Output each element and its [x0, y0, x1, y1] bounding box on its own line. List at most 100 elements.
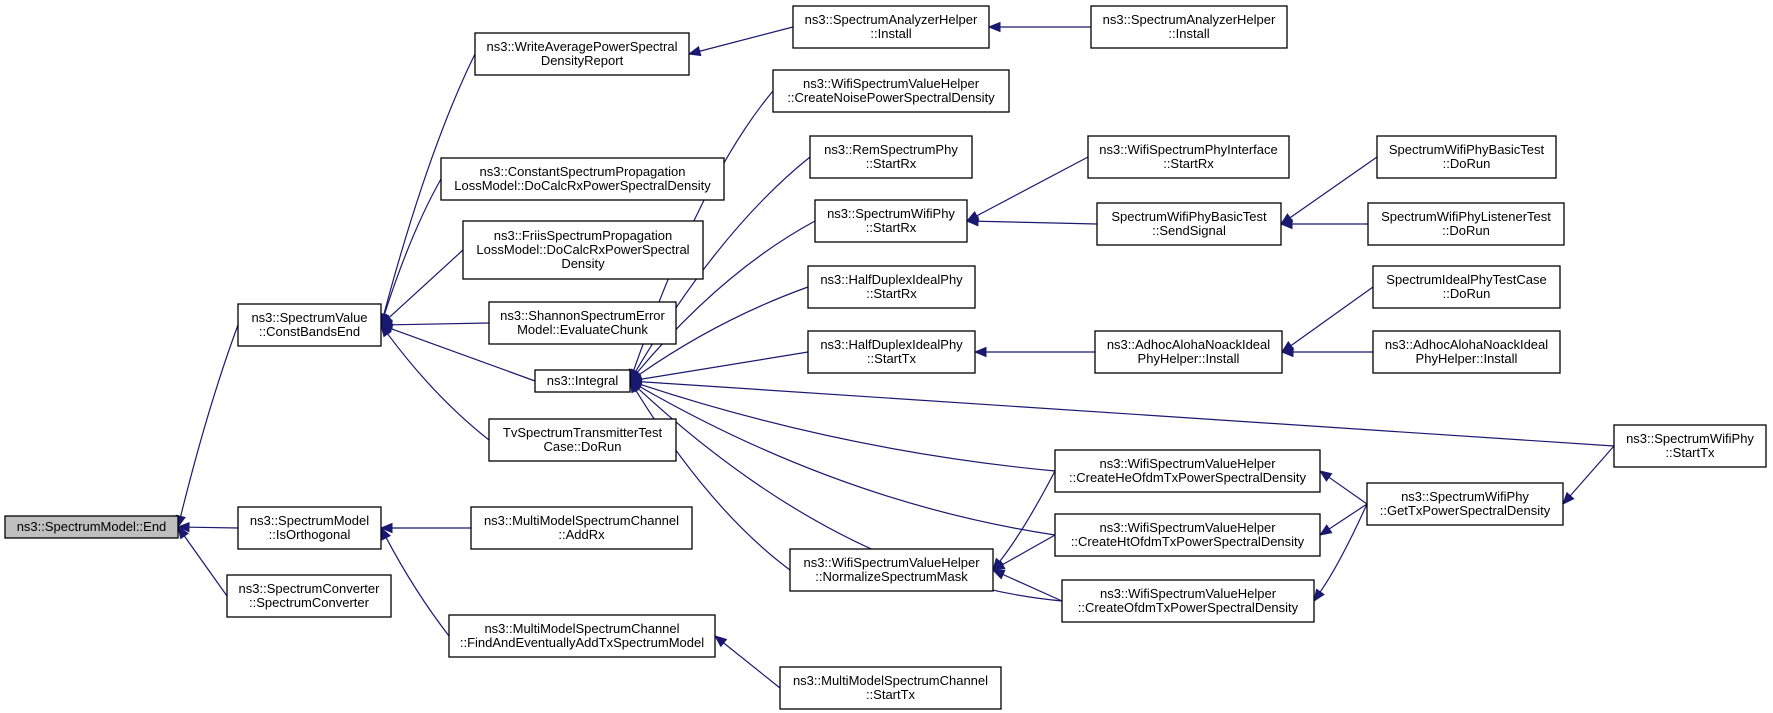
- node-isorthogonal[interactable]: ns3::SpectrumModel::IsOrthogonal: [237, 506, 382, 550]
- node-label-line: SpectrumIdealPhyTestCase: [1386, 272, 1546, 287]
- node-root[interactable]: ns3::SpectrumModel::End: [4, 515, 179, 539]
- arrowhead-createht-to-normalizemask: [991, 559, 1006, 571]
- node-box: [1613, 424, 1767, 468]
- node-multistarttx[interactable]: ns3::MultiModelSpectrumChannel::StartTx: [779, 666, 1002, 710]
- node-box: [237, 506, 382, 550]
- node-label-line: ::IsOrthogonal: [269, 527, 351, 542]
- node-label-line: ::StartTx: [867, 351, 917, 366]
- edge-gettxpsd-to-createht: [1328, 503, 1368, 530]
- node-label-line: ns3::SpectrumWifiPhy: [1401, 489, 1529, 504]
- node-normalizemask[interactable]: ns3::WifiSpectrumValueHelper::NormalizeS…: [789, 548, 994, 592]
- node-integral[interactable]: ns3::Integral: [534, 369, 631, 393]
- node-createhe[interactable]: ns3::WifiSpectrumValueHelper::CreateHeOf…: [1054, 449, 1321, 493]
- node-hdstartrx[interactable]: ns3::HalfDuplexIdealPhy::StartRx: [807, 265, 976, 309]
- node-label-line: ns3::MultiModelSpectrumChannel: [793, 673, 988, 688]
- node-box: [462, 220, 704, 280]
- node-constantprop[interactable]: ns3::ConstantSpectrumPropagationLossMode…: [440, 157, 725, 201]
- node-multiaddrx[interactable]: ns3::MultiModelSpectrumChannel::AddRx: [470, 506, 693, 550]
- edge-createht-to-integral: [639, 385, 1056, 536]
- node-box: [1372, 265, 1561, 309]
- call-graph-edges: [175, 21, 1615, 689]
- node-label-line: ns3::WriteAveragePowerSpectral: [486, 39, 677, 54]
- node-box: [1061, 579, 1315, 623]
- node-label-line: ns3::Integral: [547, 373, 619, 388]
- node-label-line: ns3::ShannonSpectrumError: [500, 308, 665, 323]
- arrowhead-sendsignal-to-wifiphystartrx: [965, 216, 979, 227]
- arrowhead-adhocinstall2-to-adhocinstall: [1280, 346, 1294, 358]
- node-label-line: ns3::SpectrumValue: [251, 310, 367, 325]
- node-box: [1054, 513, 1321, 557]
- node-box: [474, 32, 690, 76]
- node-box: [470, 506, 693, 550]
- node-analyzer2[interactable]: ns3::SpectrumAnalyzerHelper::Install: [1090, 5, 1288, 49]
- node-adhocinstall[interactable]: ns3::AdhocAlohaNoackIdealPhyHelper::Inst…: [1094, 330, 1283, 374]
- node-constbandsend[interactable]: ns3::SpectrumValue::ConstBandsEnd: [237, 303, 382, 347]
- node-label-line: PhyHelper::Install: [1138, 351, 1240, 366]
- node-writeavg[interactable]: ns3::WriteAveragePowerSpectralDensityRep…: [474, 32, 690, 76]
- node-box: [772, 69, 1010, 113]
- edge-createofdm-to-normalizemask: [1002, 573, 1063, 602]
- node-label-line: ::StartTx: [866, 687, 916, 702]
- node-box: [1376, 135, 1557, 179]
- node-box: [4, 515, 179, 539]
- arrowhead-gettxpsd-to-createht: [1318, 524, 1333, 536]
- node-createht[interactable]: ns3::WifiSpectrumValueHelper::CreateHtOf…: [1054, 513, 1321, 557]
- node-friisprop[interactable]: ns3::FriisSpectrumPropagationLossModel::…: [462, 220, 704, 280]
- edge-wifiphystarttx-to-gettxpsd: [1569, 445, 1615, 497]
- node-label-line: ::StartRx: [1163, 156, 1214, 171]
- edge-friisprop-to-constbandsend: [388, 249, 464, 319]
- node-label-line: ns3::SpectrumModel::End: [17, 519, 167, 534]
- node-box: [1087, 135, 1290, 179]
- node-label-line: ::DoRun: [1442, 223, 1490, 238]
- node-label-line: PhyHelper::Install: [1416, 351, 1518, 366]
- node-sendsignal[interactable]: SpectrumWifiPhyBasicTest::SendSignal: [1096, 202, 1282, 246]
- node-label-line: ns3::MultiModelSpectrumChannel: [484, 513, 679, 528]
- node-idealdorun[interactable]: SpectrumIdealPhyTestCase::DoRun: [1372, 265, 1561, 309]
- node-analyzer1[interactable]: ns3::SpectrumAnalyzerHelper::Install: [792, 5, 990, 49]
- node-wifiphystartrx[interactable]: ns3::SpectrumWifiPhy::StartRx: [814, 199, 968, 243]
- node-label-line: ns3::RemSpectrumPhy: [824, 142, 958, 157]
- node-label-line: SpectrumWifiPhyListenerTest: [1381, 209, 1551, 224]
- node-box: [534, 369, 631, 393]
- node-label-line: LossModel::DoCalcRxPowerSpectral: [476, 242, 689, 257]
- arrowhead-tvtest-to-constbandsend: [380, 323, 393, 338]
- arrowhead-isorthogonal-to-root: [176, 521, 190, 533]
- node-multifind[interactable]: ns3::MultiModelSpectrumChannel::FindAndE…: [448, 614, 716, 658]
- node-label-line: ::Install: [1168, 26, 1209, 41]
- node-wifinoise[interactable]: ns3::WifiSpectrumValueHelper::CreateNois…: [772, 69, 1010, 113]
- edge-createhe-to-normalizemask: [999, 470, 1056, 562]
- node-box: [1372, 330, 1561, 374]
- node-label-line: ::NormalizeSpectrumMask: [815, 569, 968, 584]
- node-basicdorun[interactable]: SpectrumWifiPhyBasicTest::DoRun: [1376, 135, 1557, 179]
- node-createofdm[interactable]: ns3::WifiSpectrumValueHelper::CreateOfdm…: [1061, 579, 1315, 623]
- node-adhocinstall2[interactable]: ns3::AdhocAlohaNoackIdealPhyHelper::Inst…: [1372, 330, 1561, 374]
- node-label-line: Density: [561, 256, 605, 271]
- node-hdstarttx[interactable]: ns3::HalfDuplexIdealPhy::StartTx: [807, 330, 976, 374]
- node-wifiifacestartrx[interactable]: ns3::WifiSpectrumPhyInterface::StartRx: [1087, 135, 1290, 179]
- node-label-line: ::Install: [870, 26, 911, 41]
- arrowhead-gettxpsd-to-createhe: [1318, 470, 1333, 482]
- node-label-line: ::StartRx: [866, 156, 917, 171]
- node-label-line: ::CreateNoisePowerSpectralDensity: [787, 90, 995, 105]
- arrowhead-adhocinstall-to-hdstarttx: [973, 346, 987, 358]
- arrowhead-analyzer1-to-writeavg: [687, 46, 702, 57]
- edge-gettxpsd-to-createhe: [1328, 476, 1368, 505]
- edge-gettxpsd-to-createofdm: [1319, 503, 1368, 593]
- node-shannon[interactable]: ns3::ShannonSpectrumErrorModel::Evaluate…: [488, 301, 677, 345]
- node-box: [440, 157, 725, 201]
- node-listenerdorun[interactable]: SpectrumWifiPhyListenerTest::DoRun: [1367, 202, 1565, 246]
- node-wifiphystarttx[interactable]: ns3::SpectrumWifiPhy::StartTx: [1613, 424, 1767, 468]
- node-label-line: ns3::SpectrumWifiPhy: [1626, 431, 1754, 446]
- node-box: [1054, 449, 1321, 493]
- node-gettxpsd[interactable]: ns3::SpectrumWifiPhy::GetTxPowerSpectral…: [1366, 482, 1564, 526]
- node-spectrumconverter[interactable]: ns3::SpectrumConverter::SpectrumConverte…: [226, 574, 392, 618]
- node-label-line: TvSpectrumTransmitterTest: [503, 425, 663, 440]
- node-box: [809, 135, 973, 179]
- node-label-line: ns3::WifiSpectrumValueHelper: [1099, 456, 1276, 471]
- node-box: [1096, 202, 1282, 246]
- node-label-line: SpectrumWifiPhyBasicTest: [1111, 209, 1267, 224]
- arrowhead-listenerdorun-to-sendsignal: [1279, 218, 1293, 230]
- node-remstartrx[interactable]: ns3::RemSpectrumPhy::StartRx: [809, 135, 973, 179]
- edge-idealdorun-to-adhocinstall: [1290, 286, 1374, 347]
